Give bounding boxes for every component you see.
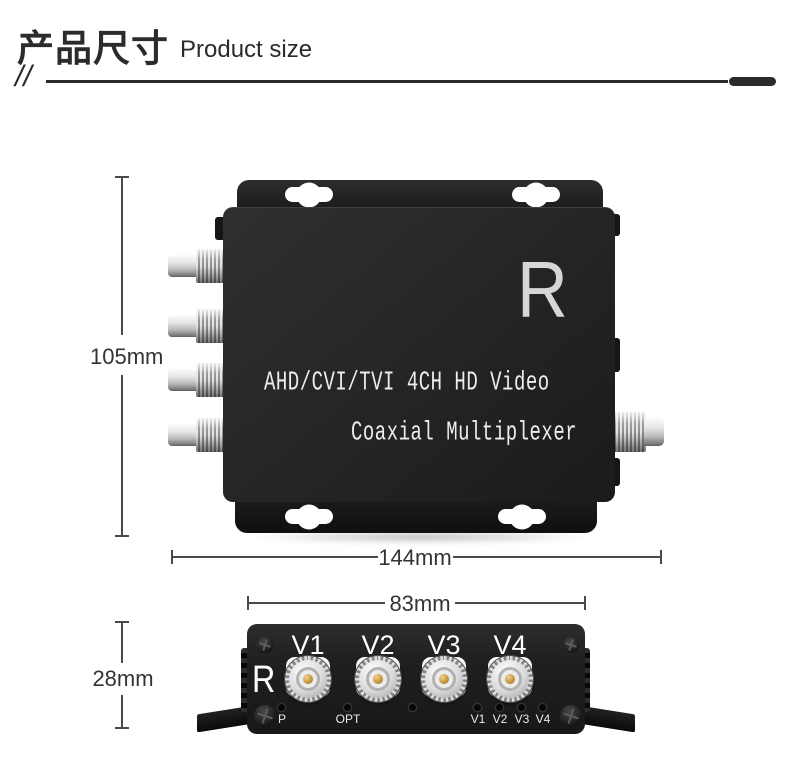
dimension-tick: [247, 596, 249, 610]
dimension-tick: [115, 621, 129, 623]
bnc-connector-thread: [196, 418, 226, 452]
brand-letter: R: [517, 245, 568, 334]
bnc-connector-tip: [168, 424, 202, 446]
port-label-v3: V3: [427, 630, 461, 660]
chassis-tab: [611, 214, 620, 236]
led-unlabeled: [409, 704, 416, 711]
led-label-optical: OPT: [335, 712, 361, 726]
led-label-v3: V3: [514, 712, 530, 726]
mounting-slot: [285, 187, 333, 202]
dimension-line-144-left: [172, 556, 378, 558]
port-label-v1: V1: [291, 630, 325, 660]
bnc-connector-tip: [168, 369, 202, 391]
heatsink-fins-right: [581, 648, 590, 712]
gold-pin: [505, 674, 515, 684]
dimension-tick: [115, 176, 129, 178]
gold-pin: [439, 674, 449, 684]
bnc-connector-thread: [196, 249, 226, 283]
bnc-connector-tip: [644, 418, 664, 446]
mounting-slot: [498, 509, 546, 524]
dimension-tick: [171, 550, 173, 564]
led-power: [278, 704, 285, 711]
bnc-connector-front-v2: [355, 656, 401, 702]
mounting-slot: [512, 187, 560, 202]
led-v3: [518, 704, 525, 711]
bnc-connector-front-v4: [487, 656, 533, 702]
dimension-line-28-upper: [121, 622, 123, 663]
chassis-tab: [215, 217, 224, 240]
led-v4: [539, 704, 546, 711]
bnc-connector-thread: [196, 309, 226, 343]
dimension-line-28-lower: [121, 695, 123, 728]
led-label-v2: V2: [492, 712, 508, 726]
gold-pin: [373, 674, 383, 684]
dimension-label-front-height: 28mm: [92, 666, 154, 691]
dimension-label-front-width: 83mm: [389, 591, 451, 616]
header-rule-cap: [729, 77, 776, 86]
dimension-line-83-right: [455, 602, 585, 604]
dimension-tick: [115, 727, 129, 729]
mounting-slot: [285, 509, 333, 524]
dimension-tick: [660, 550, 662, 564]
device-text-line1: AHD/CVI/TVI 4CH HD Video: [264, 367, 550, 398]
page-title-english: Product size: [180, 36, 313, 63]
bnc-connector-tip: [168, 315, 202, 337]
page-title-chinese: 产品尺寸: [17, 28, 169, 69]
dimension-line-144-right: [453, 556, 661, 558]
bnc-connector-front-v1: [285, 656, 331, 702]
dimension-tick: [115, 535, 129, 537]
chassis-tab: [611, 458, 620, 486]
led-label-v4: V4: [535, 712, 551, 726]
bnc-connector-thread: [196, 363, 226, 397]
led-v2: [496, 704, 503, 711]
dimension-line-83-left: [248, 602, 385, 604]
device-body: [223, 207, 615, 502]
dimension-line-105-lower: [121, 375, 123, 536]
brand-letter-front: R: [252, 659, 276, 701]
heatsink-fins-left: [241, 648, 250, 712]
chassis-tab: [611, 338, 620, 372]
led-label-power: P: [277, 712, 287, 726]
device-text-line2: Coaxial Multiplexer: [351, 417, 578, 448]
dimension-label-height: 105mm: [90, 344, 164, 369]
port-label-v2: V2: [361, 630, 395, 660]
led-optical: [344, 704, 351, 711]
header-rule: [46, 80, 728, 83]
decorative-slashes: //: [15, 60, 32, 93]
device-shadow: [244, 531, 596, 543]
dimension-label-width: 144mm: [378, 545, 452, 570]
dimension-line-105-upper: [121, 177, 123, 335]
dimension-tick: [584, 596, 586, 610]
bnc-connector-thread: [612, 412, 646, 452]
port-label-v4: V4: [493, 630, 527, 660]
led-v1: [474, 704, 481, 711]
led-label-v1: V1: [470, 712, 486, 726]
bnc-connector-front-v3: [421, 656, 467, 702]
gold-pin: [303, 674, 313, 684]
bnc-connector-tip: [168, 255, 202, 277]
